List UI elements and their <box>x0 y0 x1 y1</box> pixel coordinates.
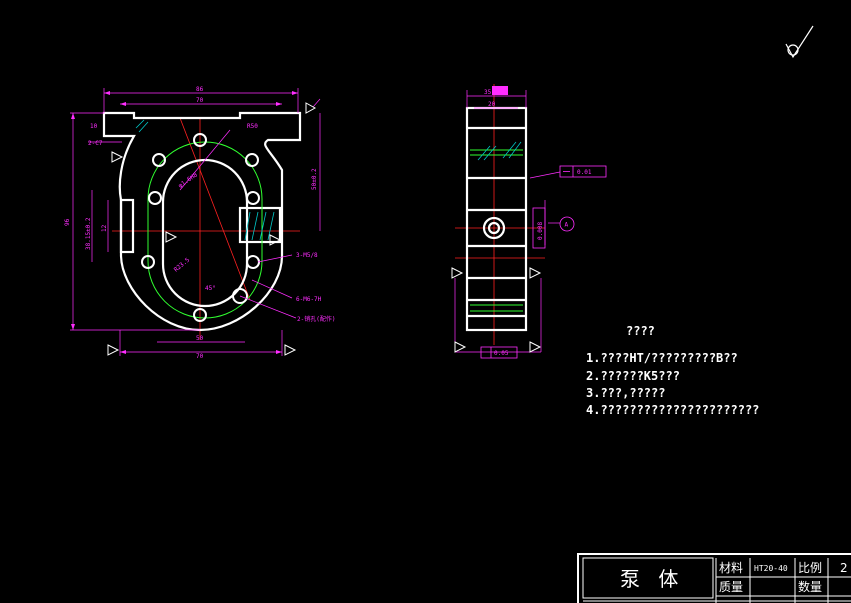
side-dimension-lines <box>454 90 561 353</box>
front-arrows <box>71 91 298 354</box>
tech-requirement-3: 3.???,????? <box>586 386 665 400</box>
dim-deg-label: 45° <box>205 285 216 292</box>
surface-finish-symbol <box>785 25 814 59</box>
side-view: 35 20 0.01 0.008 A 0.05 <box>451 84 607 359</box>
tech-requirements-title: ???? <box>626 324 655 338</box>
dim-left-small-v: 12 <box>101 224 108 232</box>
dim-overall-height: 96 <box>64 218 71 226</box>
side-flatness-frame: 0.01 <box>559 165 607 178</box>
side-parallel-value: 0.05 <box>494 350 509 357</box>
dim-left-note: 2-C7 <box>88 140 103 147</box>
tech-requirement-4: 4.?????????????????????? <box>586 403 759 417</box>
tech-requirement-1: 1.????HT/?????????B?? <box>586 351 738 365</box>
front-bolt-holes <box>141 133 260 322</box>
dim-angle-note: φ1.6H8 <box>177 171 199 189</box>
dim-hole-note-3: 2-销孔(配作) <box>297 315 335 323</box>
tech-requirement-2: 2.??????K5??? <box>586 369 680 383</box>
front-centerlines <box>112 117 300 340</box>
dim-hole-note-1: 3-M5/8 <box>296 252 318 259</box>
side-dim-inner-width: 20 <box>488 101 496 108</box>
side-flatness-value: 0.01 <box>577 169 592 176</box>
side-perp-value: 0.008 <box>537 222 544 240</box>
side-dim-top-width: 35 <box>484 89 492 96</box>
title-scale-value: 2 <box>840 561 848 575</box>
side-outline <box>465 106 528 332</box>
front-view: 86 70 R50 10 2-C7 φ1.6H8 50±0.2 96 38.15… <box>64 86 335 360</box>
title-quantity-label: 数量 <box>798 579 822 594</box>
side-parallel-frame: 0.05 <box>480 346 518 359</box>
front-dimension-lines <box>70 88 321 356</box>
front-datum-triangles <box>107 102 317 356</box>
side-top-marker <box>492 86 508 95</box>
side-datum-triangles <box>451 267 542 353</box>
side-hatch <box>477 141 522 161</box>
dim-hole-note-2: 6-M6-7H <box>296 296 322 303</box>
dim-bottom-inner: 50 <box>196 335 204 342</box>
title-material-value: HT20-40 <box>754 564 788 573</box>
title-part-name: 泵 体 <box>620 567 684 591</box>
dim-overall-width: 86 <box>196 86 204 93</box>
title-block: 泵 体 材料 HT20-40 比例 2 质量 数量 <box>577 553 851 603</box>
side-datum-letter: A <box>565 222 569 229</box>
front-hatch <box>135 119 275 241</box>
dim-r-label: R23.5 <box>173 256 192 273</box>
title-scale-label: 比例 <box>798 561 822 575</box>
dim-bottom-outer: 70 <box>196 353 204 360</box>
dim-vertical-right: 50±0.2 <box>311 168 318 190</box>
dim-left-small: 10 <box>90 123 98 130</box>
title-mass-label: 质量 <box>719 580 743 594</box>
side-threads <box>470 149 523 312</box>
tech-requirements: ???? 1.????HT/?????????B?? 2.??????K5???… <box>586 324 759 417</box>
dim-inner-width: 70 <box>196 97 204 104</box>
side-centerlines <box>455 84 545 345</box>
side-perpendicularity-frame: 0.008 A <box>532 207 575 249</box>
dim-radius-top: R50 <box>247 123 258 130</box>
title-material-label: 材料 <box>719 561 743 575</box>
dim-left-height: 38.15±0.2 <box>85 217 92 250</box>
